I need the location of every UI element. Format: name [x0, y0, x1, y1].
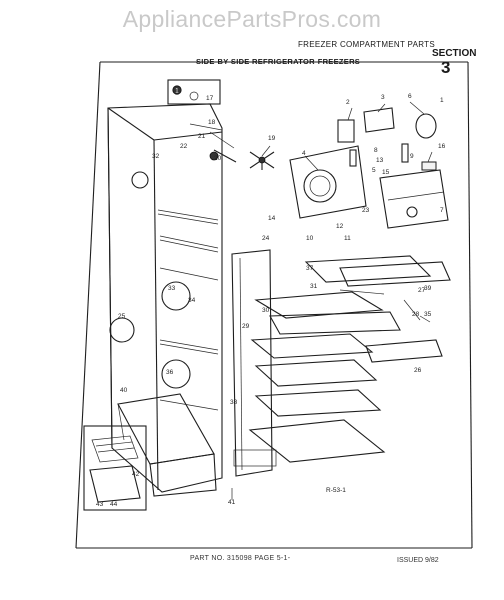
- callout-27: 27: [418, 287, 426, 294]
- callout-26: 26: [414, 367, 422, 374]
- callout-19: 19: [268, 135, 276, 142]
- mullion-panel: [231, 249, 277, 477]
- shelf-stack: [248, 255, 451, 463]
- callout-17: 17: [206, 95, 214, 102]
- callout-20: 20: [214, 155, 222, 162]
- callout-29: 29: [242, 323, 250, 330]
- callout-18: 18: [208, 119, 216, 126]
- callout-4: 4: [302, 150, 306, 157]
- callout-21: 21: [198, 133, 206, 140]
- inset-box: 1: [167, 79, 221, 105]
- callout-10: 10: [306, 235, 314, 242]
- callout-36: 36: [166, 369, 174, 376]
- header-section-number: 3: [441, 58, 451, 77]
- detail-circles: [109, 171, 191, 389]
- callout-28: 28: [412, 311, 420, 318]
- callout-32: 32: [152, 153, 160, 160]
- callout-31: 31: [310, 283, 318, 290]
- callout-14: 14: [268, 215, 276, 222]
- callout-41: 41: [228, 499, 236, 506]
- callout-43: 43: [96, 501, 104, 508]
- callout-37: 37: [306, 265, 314, 272]
- callout-33: 33: [168, 285, 176, 292]
- callout-8: 8: [374, 147, 378, 154]
- callout-15: 15: [382, 169, 390, 176]
- callout-12: 12: [336, 223, 344, 230]
- callout-13: 13: [376, 157, 384, 164]
- callout-11: 11: [344, 235, 351, 242]
- footer-part-number: PART NO. 315098 PAGE 5-1-: [190, 555, 291, 562]
- leader-lines: [189, 101, 433, 500]
- fan-assembly: [209, 149, 275, 170]
- callout-22: 22: [180, 143, 188, 150]
- header-section-label: SECTION: [432, 48, 477, 59]
- diagram-frame: [75, 61, 473, 549]
- callout-9: 9: [410, 153, 414, 160]
- callout-16: 16: [438, 143, 446, 150]
- footer-issued-date: ISSUED 9/82: [397, 557, 439, 564]
- callout-39: 39: [424, 285, 432, 292]
- callout-34: 34: [188, 297, 196, 304]
- callout-2: 2: [346, 99, 350, 106]
- watermark: AppliancePartsPros.com: [122, 6, 382, 32]
- diagram-reference: R-53-1: [326, 487, 346, 494]
- callout-6: 6: [408, 93, 412, 100]
- upper-right-parts: [337, 107, 437, 167]
- callout-24: 24: [262, 235, 270, 242]
- ice-maker-assembly: [289, 145, 449, 229]
- callout-38: 38: [230, 399, 238, 406]
- callout-3: 3: [381, 94, 385, 101]
- callout-1: 1: [440, 97, 444, 104]
- callout-44: 44: [110, 501, 118, 508]
- callout-30: 30: [262, 307, 270, 314]
- callout-25: 25: [118, 313, 126, 320]
- cabinet-liner: [107, 103, 223, 493]
- callout-35: 35: [424, 311, 432, 318]
- callout-5: 5: [372, 167, 376, 174]
- ice-bin: [83, 425, 147, 511]
- header-compartment: FREEZER COMPARTMENT PARTS: [298, 40, 435, 49]
- freezer-basket: [117, 393, 217, 497]
- callout-7: 7: [440, 207, 444, 214]
- callout-23: 23: [362, 207, 370, 214]
- callout-42: 42: [132, 471, 140, 478]
- callout-40: 40: [120, 387, 128, 394]
- inset-marker: 1: [175, 88, 179, 94]
